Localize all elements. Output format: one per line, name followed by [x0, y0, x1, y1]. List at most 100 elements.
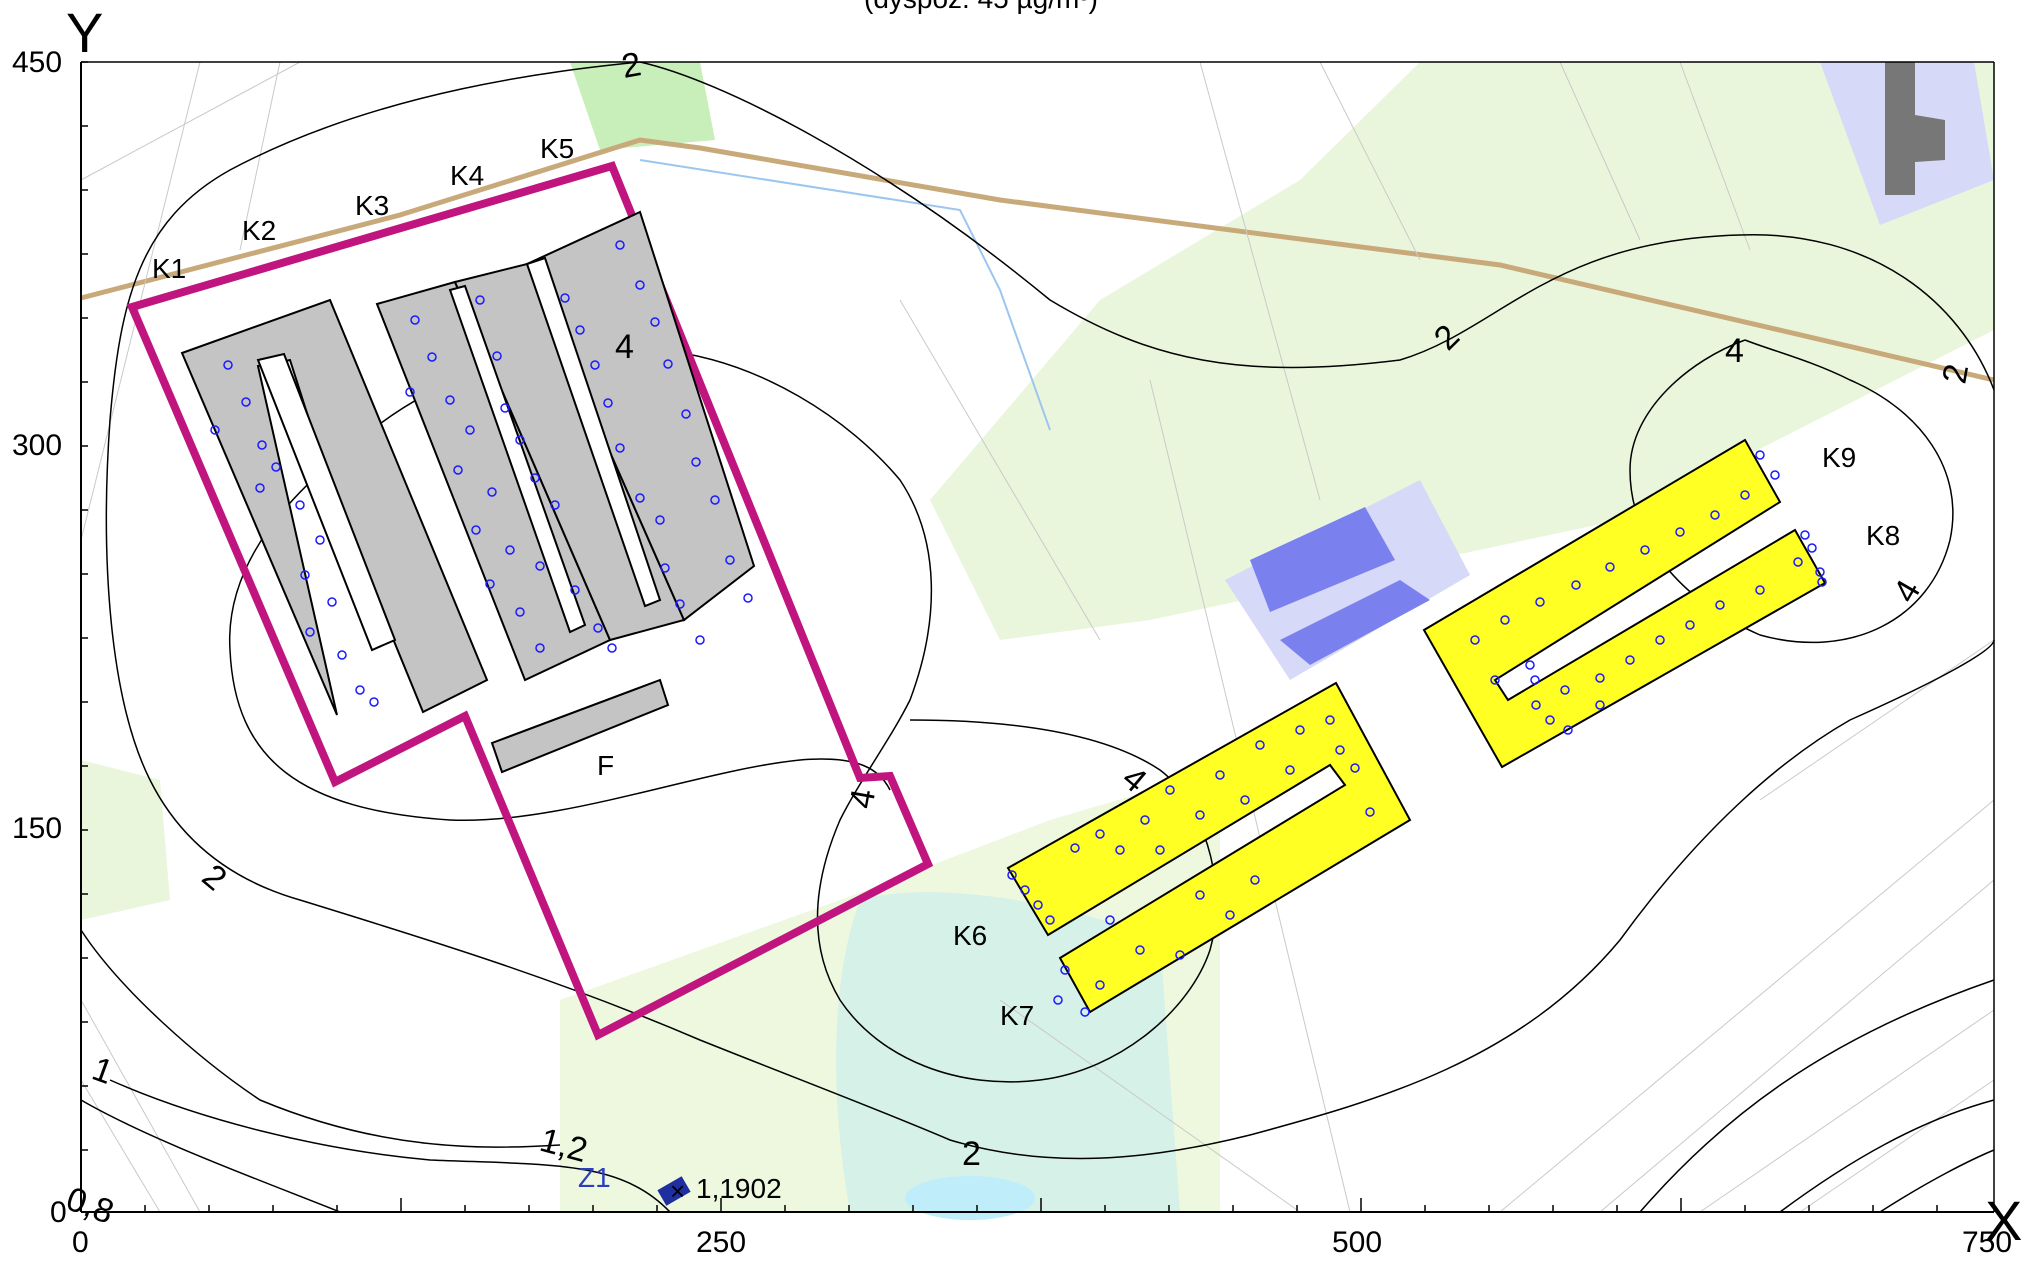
emitter-point: [615, 240, 625, 250]
emitter-point: [635, 493, 645, 503]
emitter-point: [1740, 490, 1750, 500]
emitter-point: [410, 315, 420, 325]
emitter-point: [1500, 615, 1510, 625]
emitter-point: [315, 535, 325, 545]
building-K5[interactable]: [525, 210, 756, 622]
emitter-point: [575, 325, 585, 335]
emitter-point: [1595, 673, 1605, 683]
emitter-point: [1793, 557, 1803, 567]
contour-southeast-2: [1779, 1099, 1995, 1213]
emitter-point: [1175, 950, 1185, 960]
label-K5: K5: [540, 133, 574, 164]
emitter-point: [560, 293, 570, 303]
emitter-point: [593, 623, 603, 633]
emitter-point: [1195, 890, 1205, 900]
emitter-point: [650, 317, 660, 327]
site-boundary[interactable]: [126, 161, 934, 1041]
emitter-point: [327, 597, 337, 607]
emitter-point: [1817, 577, 1827, 587]
emitter-point: [1755, 450, 1765, 460]
receptor-cross-icon: ×: [670, 1176, 685, 1206]
emitter-point: [485, 579, 495, 589]
emitter-point: [427, 352, 437, 362]
emitter-point: [655, 515, 665, 525]
emitter-point: [1165, 785, 1175, 795]
building-F[interactable]: [490, 678, 670, 774]
emitter-point: [535, 561, 545, 571]
emitter-point: [1595, 700, 1605, 710]
building-K8-K9[interactable]: [1422, 438, 1827, 769]
emitter-point: [615, 443, 625, 453]
emitter-point: [257, 440, 267, 450]
emitter-point: [453, 465, 463, 475]
contour-southeast-1: [1639, 979, 1995, 1213]
contour-label-4-top: 4: [615, 328, 634, 366]
axis-ticks: [80, 61, 1938, 1212]
emitter-point: [1350, 763, 1360, 773]
emitter-point: [1625, 655, 1635, 665]
emitter-point: [1095, 829, 1105, 839]
emitter-point: [1020, 885, 1030, 895]
emitter-point: [210, 425, 220, 435]
emitter-point: [1605, 562, 1615, 572]
y-tick-450: 450: [12, 46, 62, 79]
emitter-point: [663, 359, 673, 369]
contour-lines: [80, 61, 1995, 1213]
building-labels: K1 K2 K3 K4 K5 K6 K7 K8 K9 F: [152, 133, 1900, 1031]
y-tick-0: 0: [50, 1196, 67, 1229]
emitter-point: [603, 398, 613, 408]
emitter-point: [241, 397, 251, 407]
emitter-point: [1563, 725, 1573, 735]
emitter-point: [743, 593, 753, 603]
emitter-point: [681, 409, 691, 419]
water-pond: [905, 1176, 1035, 1220]
emitter-point: [1470, 635, 1480, 645]
emitter-point: [1710, 510, 1720, 520]
receptor-Z1[interactable]: Z1 1,1902 ×: [578, 1162, 782, 1206]
emitter-point: [1525, 660, 1535, 670]
emitter-point: [1490, 675, 1500, 685]
emitter-point: [1033, 900, 1043, 910]
emitter-point: [695, 635, 705, 645]
emitter-point: [1115, 845, 1125, 855]
emitter-point: [1080, 1007, 1090, 1017]
contour-0-8: [80, 1099, 341, 1213]
emitter-point: [505, 545, 515, 555]
emitter-point: [1675, 527, 1685, 537]
emitter-point: [675, 599, 685, 609]
emitter-point: [1250, 875, 1260, 885]
receptor-marker[interactable]: [657, 1176, 691, 1206]
x-tick-750: 750: [1962, 1226, 2012, 1259]
emitter-point: [1155, 845, 1165, 855]
emitter-point: [355, 685, 365, 695]
emitter-point: [1195, 810, 1205, 820]
label-K7: K7: [1000, 1000, 1034, 1031]
emitter-point: [660, 563, 670, 573]
emitter-point: [1571, 580, 1581, 590]
emitter-point: [710, 495, 720, 505]
contour-2-north: [639, 61, 1995, 391]
emitter-point: [1755, 585, 1765, 595]
emitter-point: [1325, 715, 1335, 725]
building-zone-east: [1225, 480, 1470, 680]
building-K6-K7[interactable]: [1006, 681, 1412, 1014]
emitter-point: [1095, 980, 1105, 990]
emitter-point: [1140, 815, 1150, 825]
emitter-point: [492, 351, 502, 361]
contour-4-east: [1629, 339, 1954, 644]
map-title: (dyspoz. 45 µg/m³): [864, 0, 1098, 14]
emitter-point: [405, 387, 415, 397]
x-tick-250: 250: [696, 1226, 746, 1259]
label-K8: K8: [1866, 520, 1900, 551]
emitter-point: [1800, 530, 1810, 540]
green-area-southwest: [81, 760, 170, 920]
emitter-points: [210, 240, 1827, 1017]
emitter-point: [535, 643, 545, 653]
label-K6: K6: [953, 920, 987, 951]
green-area-northwest: [570, 62, 715, 150]
gray-building-northeast: [1885, 62, 1945, 195]
emitter-point: [530, 473, 540, 483]
road: [80, 137, 1995, 383]
